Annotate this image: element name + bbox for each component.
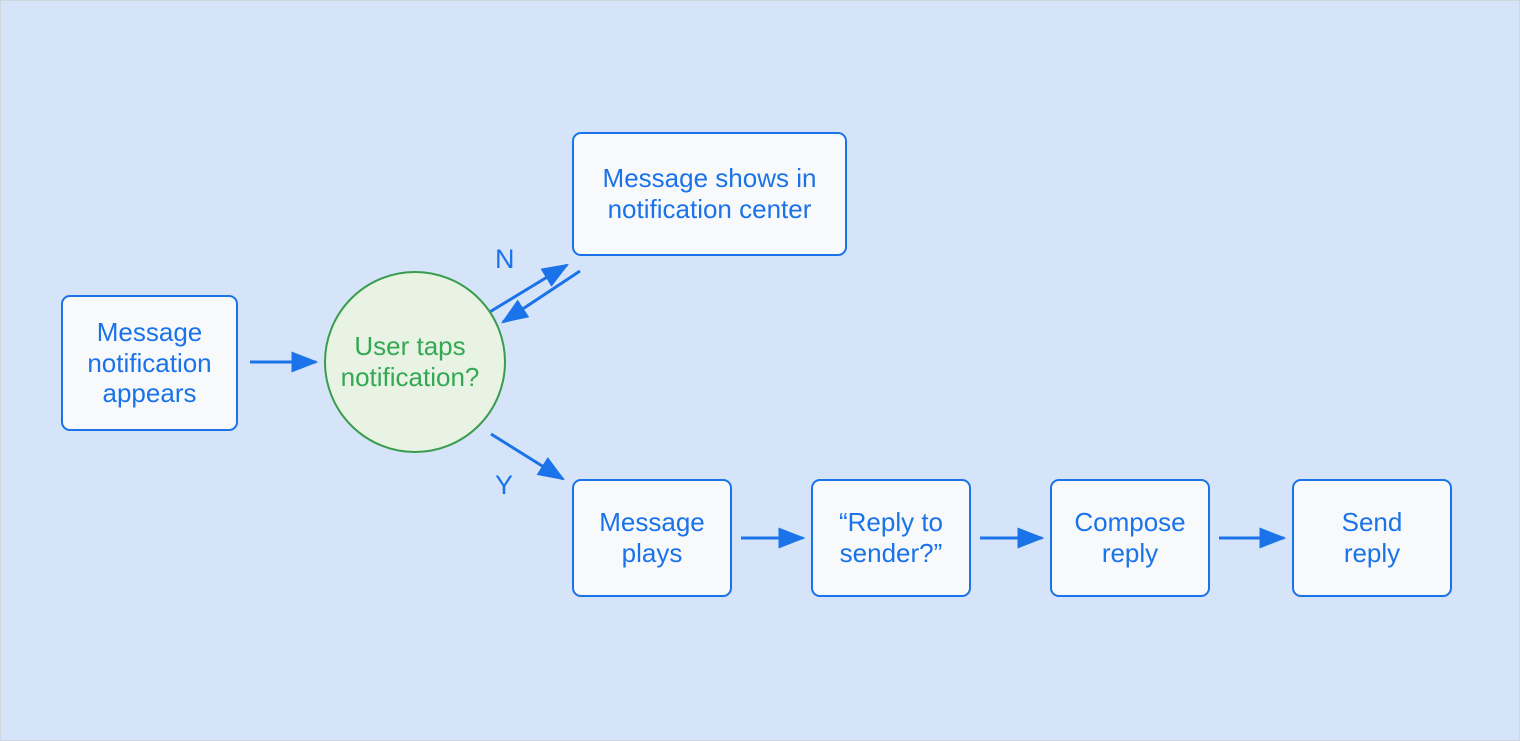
edge-label-n: N: [495, 244, 515, 274]
node-send-reply[interactable]: Send reply: [1292, 479, 1452, 597]
node-message-shows-in-notification-center[interactable]: Message shows in notification center: [572, 132, 847, 256]
node-message-plays[interactable]: Message plays: [572, 479, 732, 597]
node-reply-to-sender[interactable]: “Reply to sender?”: [811, 479, 971, 597]
node-user-taps-notification[interactable]: User taps notification?: [324, 271, 506, 453]
edge-label-y: Y: [495, 470, 514, 500]
node-user-taps-notification-label: User taps notification?: [340, 331, 480, 392]
node-message-notification-appears[interactable]: Message notification appears: [61, 295, 238, 431]
edge-notification-center-to-decision: [500, 269, 581, 324]
node-compose-reply[interactable]: Compose reply: [1050, 479, 1210, 597]
